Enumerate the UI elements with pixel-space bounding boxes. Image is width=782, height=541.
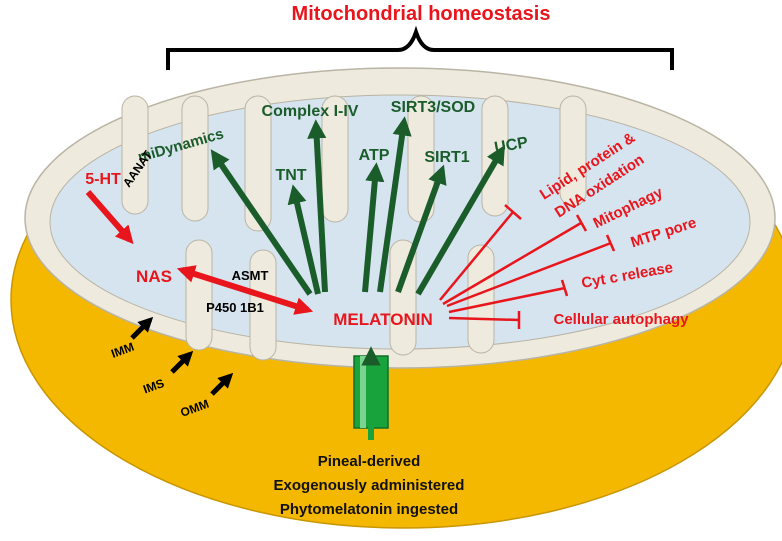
target-sirt1: SIRT1 [424, 149, 469, 166]
asmt-label: ASMT [232, 268, 269, 283]
ims-label: IMS [141, 376, 166, 396]
membrane-pointers [130, 316, 234, 396]
source-phytomelatonin: Phytomelatonin ingested [280, 501, 458, 518]
serotonin-to-nas-arrow [85, 190, 134, 245]
p450-label: P450 1B1 [206, 300, 264, 315]
melatonin-label: MELATONIN [333, 310, 432, 329]
activation-arrows [210, 116, 505, 296]
serotonin-label: 5-HT [85, 171, 121, 188]
homeostasis-bracket [166, 25, 674, 70]
target-sirt3-sod: SIRT3/SOD [391, 99, 475, 116]
nas-label: NAS [136, 267, 172, 286]
inhibit-autophagy: Cellular autophagy [553, 311, 689, 328]
target-tnt: TNT [275, 167, 306, 184]
melatonin-channel [353, 346, 389, 440]
title-text: Mitochondrial homeostasis [292, 3, 551, 25]
source-exogenous: Exogenously administered [274, 477, 465, 494]
nas-melatonin-arrow [176, 265, 314, 315]
target-complex: Complex I-IV [262, 103, 359, 120]
target-ucp: UCP [493, 134, 530, 157]
target-atp: ATP [359, 147, 390, 164]
inhibition-lines [439, 204, 616, 329]
source-pineal: Pineal-derived [318, 453, 421, 470]
